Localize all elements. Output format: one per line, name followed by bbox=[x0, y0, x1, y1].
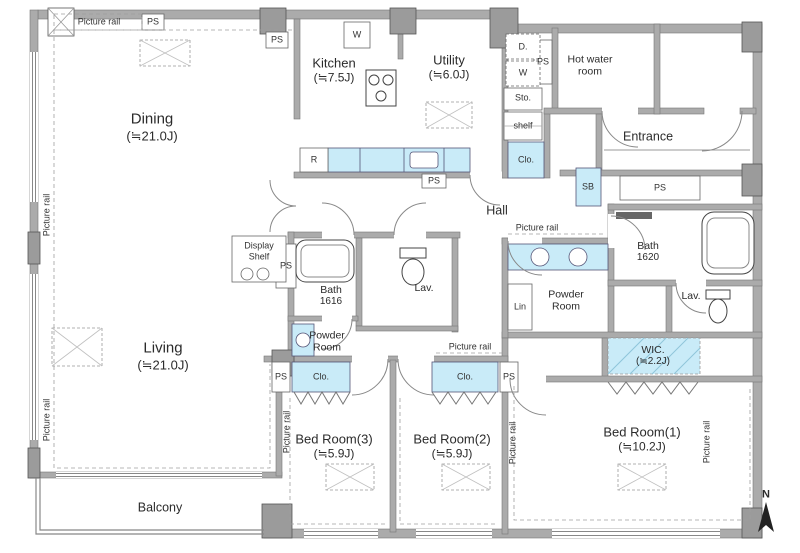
label-dryer-d: D. bbox=[518, 41, 528, 52]
label-fridge-r: R bbox=[310, 154, 318, 165]
label-lin: Lin bbox=[513, 301, 527, 312]
label-picture-rail-7: Picture rail bbox=[507, 421, 518, 465]
label-display-shelf: Display Shelf bbox=[244, 240, 274, 261]
label-ps-1: PS bbox=[146, 16, 160, 27]
door-gaps-layer bbox=[322, 107, 706, 383]
pillars-layer bbox=[27, 7, 763, 539]
label-picture-rail-8: Picture rail bbox=[701, 420, 712, 464]
room-label-lav-right: Lav. bbox=[681, 289, 701, 302]
label-ps-2: PS bbox=[270, 34, 284, 45]
hatch-layer bbox=[51, 39, 667, 491]
service-boxes-layer bbox=[141, 13, 701, 393]
label-clo-3: Clo. bbox=[456, 371, 474, 382]
room-label-wic: WIC. (≒2.2J) bbox=[636, 343, 670, 368]
room-label-bedroom2: Bed Room(2) (≒5.9J) bbox=[413, 431, 491, 461]
label-ps-8: PS bbox=[502, 371, 516, 382]
picture-rail-lines bbox=[53, 13, 751, 525]
label-sto: Sto. bbox=[514, 92, 532, 103]
label-picture-rail-1: Picture rail bbox=[77, 16, 121, 27]
room-label-entrance: Entrance bbox=[622, 129, 674, 144]
label-ps-3: PS bbox=[536, 56, 550, 67]
room-label-bedroom1: Bed Room(1) (≒10.2J) bbox=[603, 424, 681, 454]
room-label-hall: Hall bbox=[486, 203, 508, 218]
fixtures-layer bbox=[295, 69, 755, 324]
room-label-powder-room-mid: Powder Room bbox=[309, 329, 345, 354]
room-label-dining: Dining (≒21.0J) bbox=[126, 110, 178, 144]
label-picture-rail-4: Picture rail bbox=[515, 222, 559, 233]
label-clo-2: Clo. bbox=[312, 371, 330, 382]
room-label-bath-1620: Bath 1620 bbox=[636, 239, 660, 264]
label-picture-rail-6: Picture rail bbox=[281, 410, 292, 454]
label-ps-6: PS bbox=[279, 260, 293, 271]
label-washer-w-2: W bbox=[518, 67, 528, 78]
room-label-utility: Utility (≒6.0J) bbox=[428, 52, 470, 82]
label-picture-rail-5: Picture rail bbox=[448, 341, 492, 352]
balcony-railing bbox=[35, 478, 264, 535]
room-label-bath-1616: Bath 1616 bbox=[319, 283, 343, 308]
room-label-hot-water-room: Hot water room bbox=[567, 53, 613, 78]
room-label-bedroom3: Bed Room(3) (≒5.9J) bbox=[295, 431, 373, 461]
compass-needle-icon bbox=[758, 502, 774, 532]
label-picture-rail-2: Picture rail bbox=[41, 193, 52, 237]
room-label-powder-room-right: Powder Room bbox=[548, 288, 584, 313]
room-label-balcony: Balcony bbox=[137, 500, 183, 515]
label-ps-4: PS bbox=[427, 175, 441, 186]
cabinetry-layer bbox=[291, 141, 609, 393]
room-label-living: Living (≒21.0J) bbox=[137, 339, 189, 373]
label-washer-w: W bbox=[352, 29, 362, 40]
label-ps-5: PS bbox=[653, 182, 667, 193]
label-shelf: shelf bbox=[513, 120, 533, 131]
room-label-kitchen: Kitchen (≒7.5J) bbox=[312, 55, 356, 85]
label-clo-1: Clo. bbox=[517, 154, 535, 165]
door-arcs-layer bbox=[269, 110, 743, 416]
label-sb: SB bbox=[581, 181, 595, 192]
closet-doors-layer bbox=[293, 381, 699, 405]
label-ps-7: PS bbox=[274, 371, 288, 382]
label-picture-rail-3: Picture rail bbox=[41, 398, 52, 442]
compass-n-label: N bbox=[762, 488, 770, 501]
windows-layer bbox=[30, 52, 720, 538]
room-label-lav-mid: Lav. bbox=[414, 281, 434, 294]
wic-hatch bbox=[607, 337, 701, 375]
